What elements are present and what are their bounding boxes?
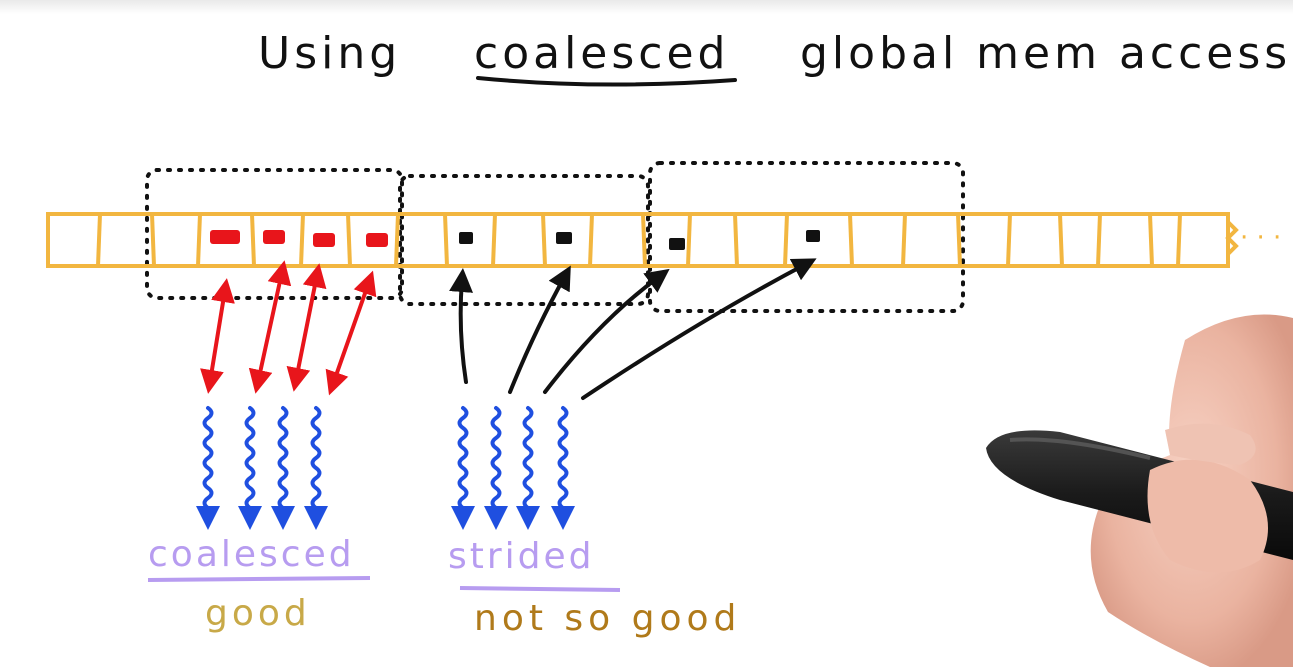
coalesced-arrow-1	[248, 260, 292, 394]
segment-2	[398, 174, 650, 306]
strided-word-3	[806, 230, 820, 242]
memory-cell-divider	[299, 213, 305, 267]
coalesced-word-1	[263, 230, 285, 244]
thread-squiggle	[271, 406, 295, 530]
coalesced-word-3	[366, 233, 388, 247]
strided-word-1	[556, 232, 572, 244]
memory-cell-divider	[196, 213, 202, 267]
memory-cell-divider	[733, 213, 739, 267]
coalesced-arrow-3	[325, 270, 377, 396]
labels: coalesced good strided not so good	[147, 534, 741, 639]
memory-cell-divider	[641, 213, 647, 267]
continuation-ellipsis-icon: · · ·	[1240, 223, 1281, 253]
memory-cell-divider	[150, 213, 156, 267]
strided-arrow-3	[581, 258, 817, 400]
memory-cell-divider	[1096, 213, 1102, 267]
title: Using coalesced global mem access	[258, 28, 1291, 87]
memory-cell-divider	[1006, 213, 1012, 267]
memory-cell-divider	[491, 213, 497, 267]
title-underline	[476, 76, 737, 87]
hand-fingers	[1147, 459, 1268, 573]
memory-cell-divider	[443, 213, 449, 267]
memory-array-cut	[1225, 220, 1239, 256]
strided-arrow-2	[543, 268, 670, 394]
coalesced-word-0	[210, 230, 240, 244]
segment-3	[648, 161, 965, 313]
thread-squiggle	[516, 406, 540, 530]
memory-cell-divider	[541, 213, 547, 267]
memory-cell-divider	[956, 213, 962, 267]
strided-arrow-0	[449, 268, 474, 384]
memory-cell-divider	[588, 213, 594, 267]
pen-highlight	[1009, 437, 1151, 460]
transaction-segments	[145, 161, 965, 313]
label-not-so-good: not so good	[474, 598, 741, 639]
thread-squiggle	[238, 406, 262, 530]
hand-thumb	[1165, 423, 1256, 465]
thread-squiggles	[196, 406, 575, 530]
memory-cell-divider	[1058, 213, 1064, 267]
memory-cell-divider	[250, 213, 256, 267]
memory-cell-divider	[346, 213, 352, 267]
memory-cell-divider	[1176, 213, 1182, 267]
strided-word-0	[459, 232, 473, 244]
title-emphasis: coalesced	[474, 28, 729, 79]
hand-holding-pen-icon	[986, 314, 1293, 667]
coalesced-arrow-0	[200, 278, 235, 394]
thread-squiggle	[484, 406, 508, 530]
memory-cell-divider	[848, 213, 854, 267]
memory-cell-divider	[783, 213, 789, 267]
thread-squiggle	[304, 406, 328, 530]
label-strided: strided	[448, 536, 595, 577]
thread-squiggle	[196, 406, 220, 530]
thread-squiggle	[451, 406, 475, 530]
coalesced-words	[210, 230, 388, 247]
memory-cell-divider	[686, 213, 692, 267]
coalesced-word-2	[313, 233, 335, 247]
memory-array: · · ·	[46, 212, 1281, 268]
memory-cell-divider	[901, 213, 907, 267]
coalesced-access-arrows	[200, 260, 377, 396]
memory-cell-dividers	[96, 213, 1182, 267]
memory-cell-divider	[394, 213, 400, 267]
strided-words	[459, 230, 820, 250]
label-strided-underline	[459, 586, 621, 592]
strided-arrow-1	[508, 265, 571, 394]
memory-cell-divider	[1148, 213, 1154, 267]
label-coalesced-underline	[147, 576, 371, 582]
thread-squiggle	[551, 406, 575, 530]
strided-access-arrows	[449, 258, 817, 400]
strided-word-2	[669, 238, 685, 250]
label-coalesced: coalesced	[148, 534, 355, 575]
coalesced-arrow-2	[286, 263, 327, 392]
title-prefix: Using	[258, 28, 401, 79]
title-suffix: global mem access	[800, 28, 1291, 79]
memory-cell-divider	[96, 213, 102, 267]
label-good: good	[205, 593, 311, 634]
